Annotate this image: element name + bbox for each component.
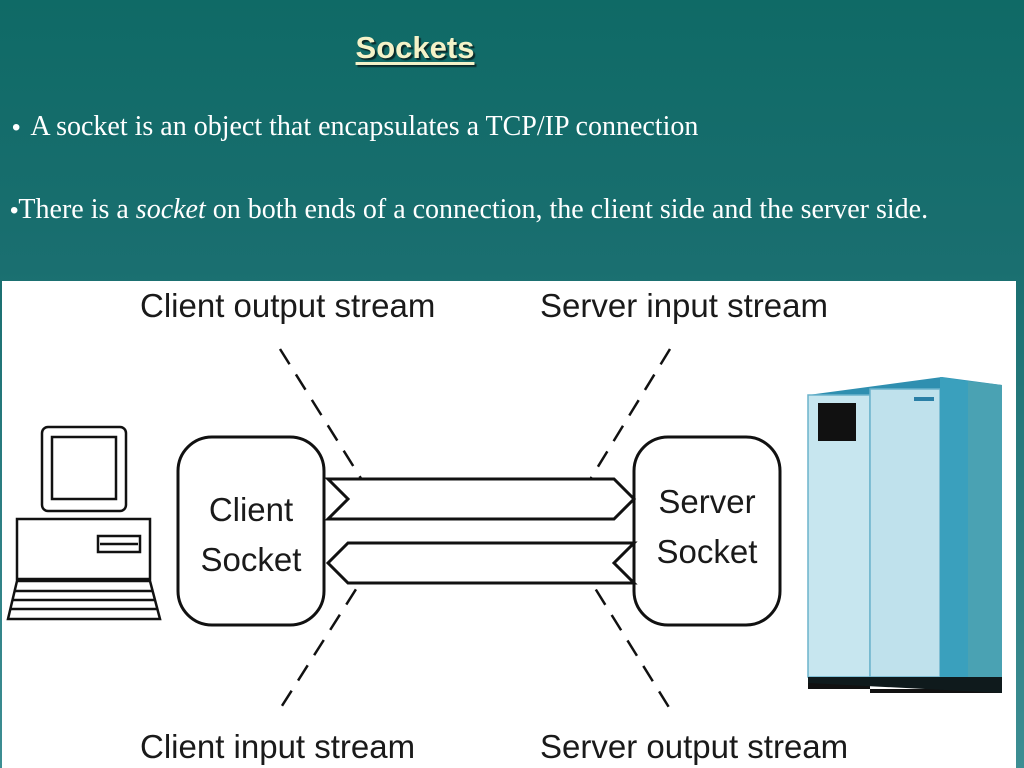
label-server-output-stream: Server output stream — [540, 728, 848, 765]
bullet-emphasis: socket — [135, 194, 206, 225]
bullet-mark: • — [12, 114, 21, 141]
bullet-text: There is a — [18, 194, 136, 225]
bullet-text-continued: on both ends of a connection, the client… — [205, 194, 929, 225]
input-stream-arrow — [325, 541, 638, 585]
label-client-output-stream: Client output stream — [140, 287, 435, 324]
server-cabinet-icon — [807, 377, 1002, 693]
client-socket-box: Client Socket — [176, 435, 326, 627]
bullet-mark: • — [10, 197, 19, 224]
server-socket-line-2: Socket — [657, 533, 758, 570]
label-server-input-stream: Server input stream — [540, 287, 828, 324]
client-socket-line-1: Client — [209, 491, 293, 528]
server-socket-box: Server Socket — [632, 435, 782, 627]
desktop-computer-icon — [6, 425, 162, 621]
socket-diagram-svg: Client output stream Server input stream… — [6, 287, 1002, 765]
bullet-text: A socket is an object that encapsulates … — [30, 111, 699, 142]
bullet-socket-definition: • A socket is an object that encapsulates… — [12, 107, 1012, 148]
socket-diagram: Client output stream Server input stream… — [2, 281, 1016, 768]
server-socket-line-1: Server — [658, 483, 755, 520]
client-socket-line-2: Socket — [201, 541, 302, 578]
slide-title: Sockets — [355, 30, 475, 65]
bullet-socket-ends: •There is a socket on both ends of a con… — [10, 190, 1010, 231]
label-client-input-stream: Client input stream — [140, 728, 415, 765]
output-stream-arrow — [324, 477, 637, 521]
